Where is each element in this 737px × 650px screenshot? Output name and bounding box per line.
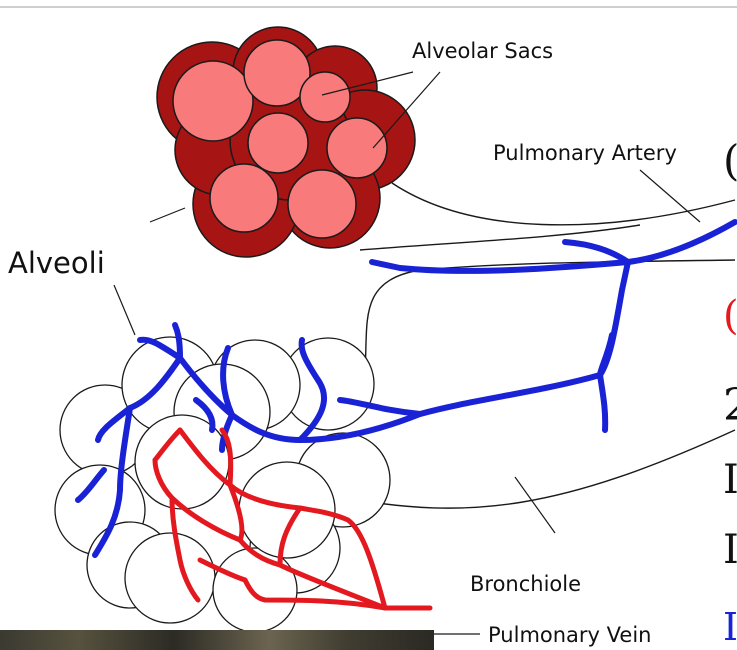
- side-text-fragment-3: 2: [723, 384, 737, 428]
- leader-alveoli-top: [150, 208, 185, 222]
- bronchiole-airway: [345, 183, 735, 508]
- bronchiole-lower-branch-outline-top: [363, 260, 735, 392]
- label-alveoli: Alveoli: [8, 246, 105, 280]
- photo-thumbnail: [0, 630, 434, 650]
- artery-right-lower-sprig: [600, 375, 605, 430]
- label-alveolar-sacs: Alveolar Sacs: [412, 39, 553, 63]
- leader-alveoli-bottom: [114, 285, 135, 335]
- leader-bronchiole: [515, 477, 555, 533]
- label-pulmonary-vein: Pulmonary Vein: [488, 623, 651, 647]
- artery-to-sac-cluster: [372, 262, 628, 271]
- label-bronchiole: Bronchiole: [470, 572, 581, 596]
- side-text-fragment-4: I: [723, 460, 737, 500]
- alveolar-sac-cluster: [157, 27, 415, 257]
- artery-top-sprig: [565, 242, 628, 262]
- artery-main-trunk: [628, 222, 735, 262]
- label-pulmonary-artery: Pulmonary Artery: [493, 141, 677, 165]
- side-text-fragment-6: I: [723, 608, 737, 646]
- side-text-fragment-2: (: [723, 296, 737, 336]
- bronchiole-lower-branch-outline-bottom: [345, 430, 735, 508]
- side-text-fragment-5: I: [723, 530, 737, 570]
- side-text-fragment-1: (: [723, 140, 737, 182]
- bronchiole-upper-branch-outline: [392, 183, 735, 225]
